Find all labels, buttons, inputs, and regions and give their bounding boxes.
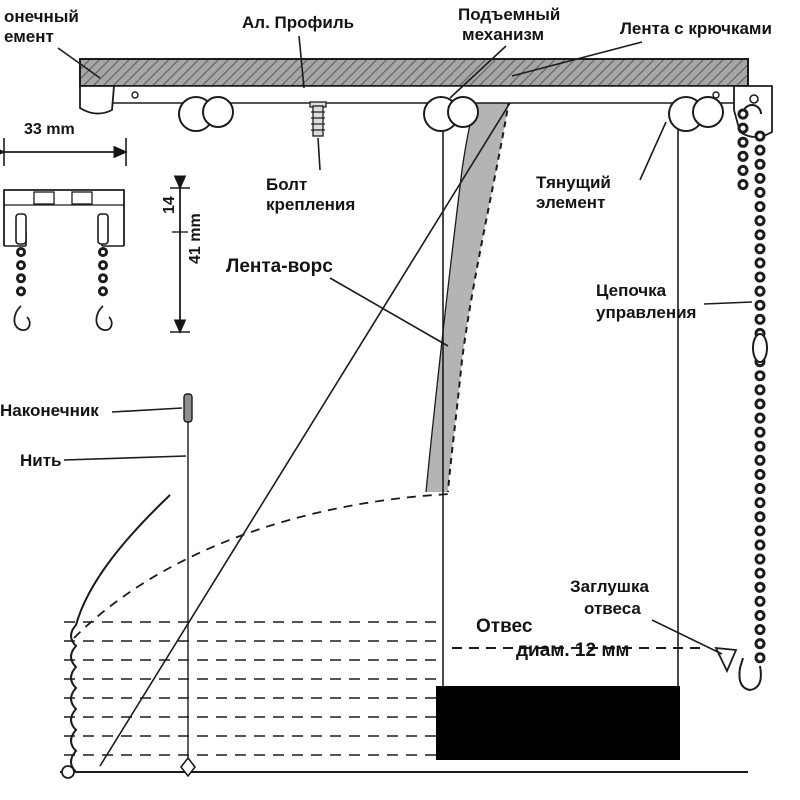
thread-end-bead: [179, 756, 197, 778]
chain-bottom-loop: [738, 657, 762, 692]
rail-assembly: [79, 58, 773, 138]
labels: онечный емент Ал. Профиль Подъемный меха…: [0, 5, 772, 661]
label-plumb-1: Отвес: [476, 616, 533, 637]
label-thread: Нить: [20, 451, 62, 470]
mounting-bolt: [309, 101, 327, 137]
fabric-folds: [60, 493, 748, 779]
label-tip: Наконечник: [0, 401, 99, 420]
bottom-left-ring: [61, 765, 75, 779]
chain-connector-bead: [752, 333, 768, 363]
fold-curve-dashed: [73, 493, 451, 639]
lift-rollers: [178, 96, 724, 132]
label-lift-mechanism-1: Подъемный: [458, 5, 560, 24]
label-bolt-1: Болт: [266, 175, 307, 194]
label-pulling-1: Тянущий: [536, 173, 611, 192]
label-velcro-tape: Лента-ворс: [226, 256, 333, 277]
label-plumb-cap-1: Заглушка: [570, 577, 649, 596]
label-plumb-2: диам. 12 мм: [516, 640, 629, 661]
label-dim-41: 41 mm: [187, 213, 204, 264]
left-end-cap: [79, 85, 115, 115]
label-control-chain-1: Цепочка: [596, 281, 667, 300]
plumb-cap-shape: [714, 646, 738, 674]
thread-tip: [183, 393, 193, 423]
leader-lines: [57, 35, 753, 655]
label-end-element-2: емент: [4, 27, 54, 46]
label-bolt-2: крепления: [266, 195, 355, 214]
label-end-element-1: онечный: [4, 7, 79, 26]
label-plumb-cap-2: отвеса: [584, 599, 641, 618]
control-bead-chain: [714, 104, 768, 692]
lift-cords: [99, 89, 679, 767]
label-al-profile: Ал. Профиль: [242, 13, 354, 32]
profile-cross-section: [0, 138, 190, 334]
label-pulling-2: элемент: [536, 193, 605, 212]
label-dim-33: 33 mm: [24, 121, 75, 138]
weight-bar: [436, 686, 680, 760]
label-hook-tape: Лента с крючками: [620, 19, 772, 38]
label-dim-14: 14: [161, 196, 178, 214]
thread-assembly: [179, 393, 197, 778]
label-lift-mechanism-2: механизм: [462, 25, 544, 44]
fabric-left-edge: [70, 494, 171, 773]
velcro-band: [425, 77, 513, 493]
diagonal-cord: [99, 89, 519, 767]
aluminium-profile-bar: [79, 58, 749, 87]
label-control-chain-2: управления: [596, 303, 696, 322]
